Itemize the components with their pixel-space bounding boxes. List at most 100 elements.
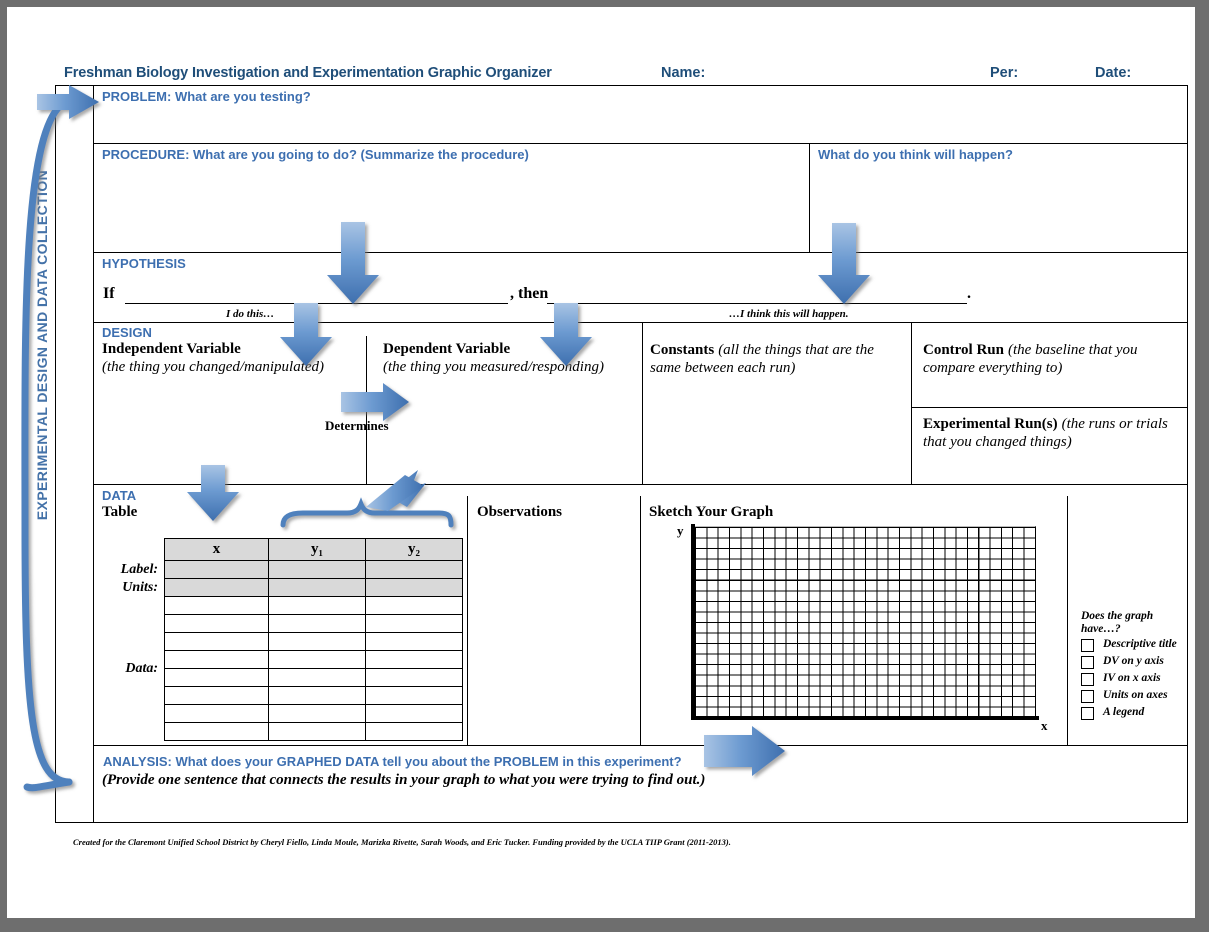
- control-run-block: Control Run (the baseline that you compa…: [923, 341, 1173, 377]
- name-field-label: Name:: [661, 65, 706, 81]
- analysis-subtext: (Provide one sentence that connects the …: [102, 772, 706, 788]
- data-heading: DATA: [102, 488, 137, 503]
- table-row-label: Data:: [125, 660, 158, 676]
- checklist-item-label: A legend: [1103, 706, 1145, 718]
- divider-problem-procedure: [94, 143, 1188, 144]
- table-row: Label:: [104, 560, 463, 579]
- observations-label: Observations: [477, 504, 563, 520]
- constants-title: Constants: [650, 342, 715, 358]
- table-cell[interactable]: [164, 578, 269, 597]
- hypothesis-period: .: [967, 285, 971, 302]
- hypothesis-right-caption: …I think this will happen.: [729, 308, 849, 320]
- checklist-item-label: IV on x axis: [1103, 672, 1161, 684]
- divider-table-observations: [467, 496, 468, 745]
- arrow-procedure-to-hypothesis: [327, 222, 379, 304]
- analysis-heading: ANALYSIS: What does your GRAPHED DATA te…: [103, 754, 682, 769]
- checklist-item[interactable]: Units on axes: [1081, 689, 1186, 703]
- hypothesis-then-blank[interactable]: [547, 303, 967, 304]
- table-cell[interactable]: [268, 578, 366, 597]
- dependent-variable-subtitle: (the thing you measured/responding): [383, 359, 604, 375]
- checklist-item[interactable]: Descriptive title: [1081, 638, 1186, 652]
- footer-credit: Created for the Claremont Unified School…: [73, 837, 731, 847]
- divider-procedure-hypothesis: [94, 252, 1188, 253]
- checkbox-icon[interactable]: [1081, 707, 1094, 720]
- hypothesis-then-word: , then: [510, 285, 549, 302]
- table-corner-cell: [104, 538, 165, 561]
- arrow-hypothesis-to-dv: [540, 303, 592, 366]
- divider-design-data: [94, 484, 1188, 485]
- table-row: Data:: [104, 596, 463, 676]
- table-cell[interactable]: [365, 560, 463, 579]
- dependent-variable-title: Dependent Variable: [383, 341, 511, 357]
- checklist-item[interactable]: IV on x axis: [1081, 672, 1186, 686]
- table-row-label: Units:: [122, 579, 158, 595]
- graph-x-axis-label: x: [1041, 718, 1048, 733]
- checklist-item-label: Units on axes: [1103, 689, 1168, 701]
- worksheet-frame: [55, 85, 1188, 823]
- divider-procedure-predict: [809, 143, 810, 252]
- table-cell[interactable]: [365, 722, 463, 741]
- checklist-item[interactable]: A legend: [1081, 706, 1186, 720]
- arrow-hypothesis-to-iv: [280, 303, 332, 366]
- control-run-title: Control Run: [923, 342, 1004, 358]
- checkbox-icon[interactable]: [1081, 690, 1094, 703]
- divider-graph-checklist: [1067, 496, 1068, 745]
- table-column-header: y₁: [268, 538, 366, 561]
- checklist-item[interactable]: DV on y axis: [1081, 655, 1186, 669]
- arrow-iv-to-table-x: [187, 465, 239, 521]
- predict-heading: What do you think will happen?: [818, 147, 1013, 162]
- table-cell[interactable]: [268, 560, 366, 579]
- divider-observations-graph: [640, 496, 641, 745]
- table-row: [104, 722, 463, 741]
- problem-heading: PROBLEM: What are you testing?: [102, 89, 311, 104]
- checklist-item-label: DV on y axis: [1103, 655, 1164, 667]
- experimental-run-subtitle: (the runs or trials that you changed thi…: [923, 416, 1168, 450]
- checklist-item-label: Descriptive title: [1103, 638, 1177, 650]
- worksheet-page: Freshman Biology Investigation and Exper…: [7, 7, 1195, 918]
- arrow-data-to-analysis: [704, 726, 785, 776]
- table-row: Units:: [104, 578, 463, 597]
- experimental-run-block: Experimental Run(s) (the runs or trials …: [923, 415, 1175, 451]
- spine-column: [55, 85, 94, 823]
- table-label: Table: [102, 504, 138, 520]
- hypothesis-left-caption: I do this…: [226, 308, 275, 320]
- arrow-iv-determines-dv: [341, 383, 409, 421]
- hypothesis-if-word: If: [103, 285, 115, 302]
- period-field-label: Per:: [990, 65, 1019, 81]
- graph-x-axis: [691, 716, 1039, 720]
- date-field-label: Date:: [1095, 65, 1132, 81]
- divider-control-experimental: [911, 407, 1188, 408]
- arrow-predict-to-hypothesis: [818, 223, 870, 304]
- constants-block: Constants (all the things that are the s…: [650, 341, 900, 377]
- checklist-title: Does the graph have…?: [1081, 610, 1154, 635]
- checkbox-icon[interactable]: [1081, 639, 1094, 652]
- graph-y-axis-label: y: [677, 523, 684, 538]
- graph-y-axis: [691, 524, 695, 720]
- divider-constants-runs: [911, 322, 912, 484]
- constants-subtitle: (all the things that are the same betwee…: [650, 342, 874, 376]
- independent-variable-subtitle: (the thing you changed/manipulated): [102, 359, 325, 375]
- hypothesis-heading: HYPOTHESIS: [102, 256, 186, 271]
- divider-dv-constants: [642, 322, 643, 484]
- arrow-dv-to-table-y: [280, 470, 454, 528]
- table-row-label: Label:: [120, 561, 158, 577]
- table-column-header: y₂: [365, 538, 463, 561]
- page-title: Freshman Biology Investigation and Exper…: [64, 65, 552, 81]
- feedback-loop-arrow: [21, 85, 99, 792]
- sketch-graph-label: Sketch Your Graph: [649, 504, 774, 520]
- control-run-subtitle: (the baseline that you compare everythin…: [923, 342, 1138, 376]
- independent-variable-title: Independent Variable: [102, 341, 241, 357]
- divider-data-analysis: [94, 745, 1188, 746]
- table-cell[interactable]: [365, 578, 463, 597]
- table-column-header: x: [164, 538, 269, 561]
- flow-arrow-layer: [21, 85, 870, 792]
- determines-label: Determines: [325, 418, 389, 433]
- graph-grid[interactable]: [695, 526, 1036, 717]
- checkbox-icon[interactable]: [1081, 673, 1094, 686]
- checkbox-icon[interactable]: [1081, 656, 1094, 669]
- table-cell[interactable]: [164, 560, 269, 579]
- experimental-run-title: Experimental Run(s): [923, 416, 1058, 432]
